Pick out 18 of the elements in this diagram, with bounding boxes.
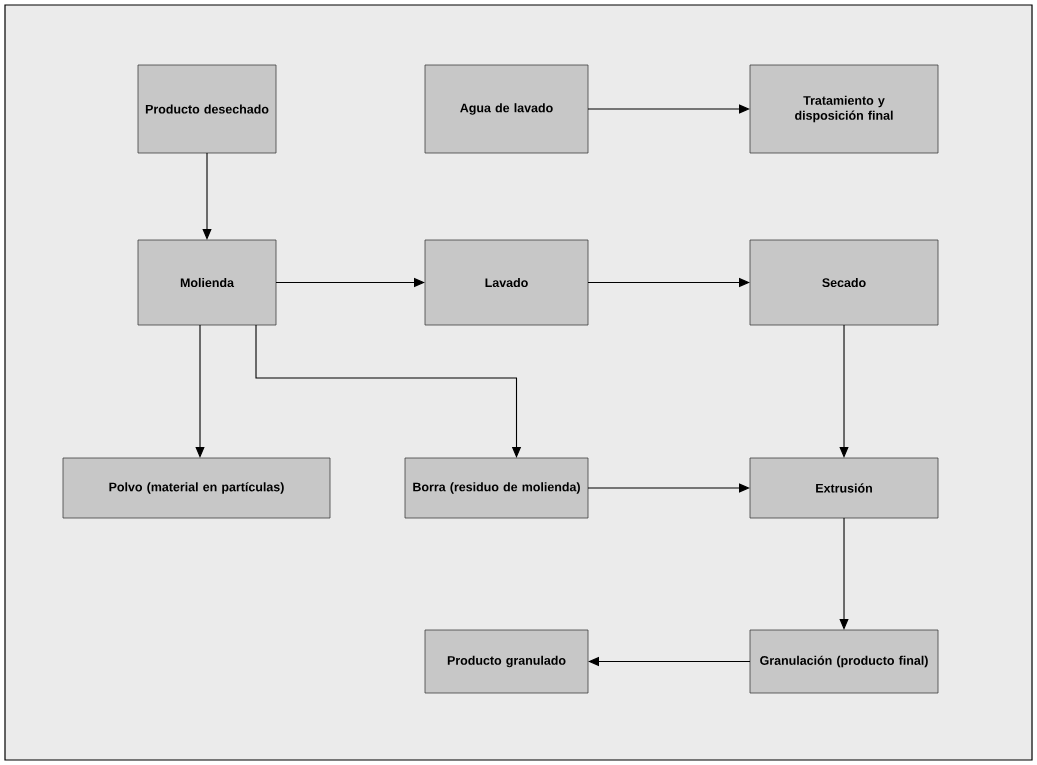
process-box: Extrusión [749,457,939,519]
process-box: Producto desechado [137,64,277,154]
process-box: Granulación (producto final) [749,629,939,694]
arrow [202,152,212,240]
process-box: Secado [749,239,939,326]
process-box: Borra (residuo de molienda) [404,457,589,519]
process-box: Molienda [137,239,277,326]
arrow [839,324,849,458]
arrow [839,517,849,630]
arrow [587,483,750,493]
process-box: Lavado [424,239,589,326]
process-box: Polvo (material en partículas) [62,457,331,519]
process-box: Producto granulado [424,629,589,694]
process-box: Tratamiento y disposición final [749,64,939,154]
process-box: Agua de lavado [424,64,589,154]
arrow [587,104,750,114]
arrow [195,324,205,458]
arrow [255,324,522,458]
